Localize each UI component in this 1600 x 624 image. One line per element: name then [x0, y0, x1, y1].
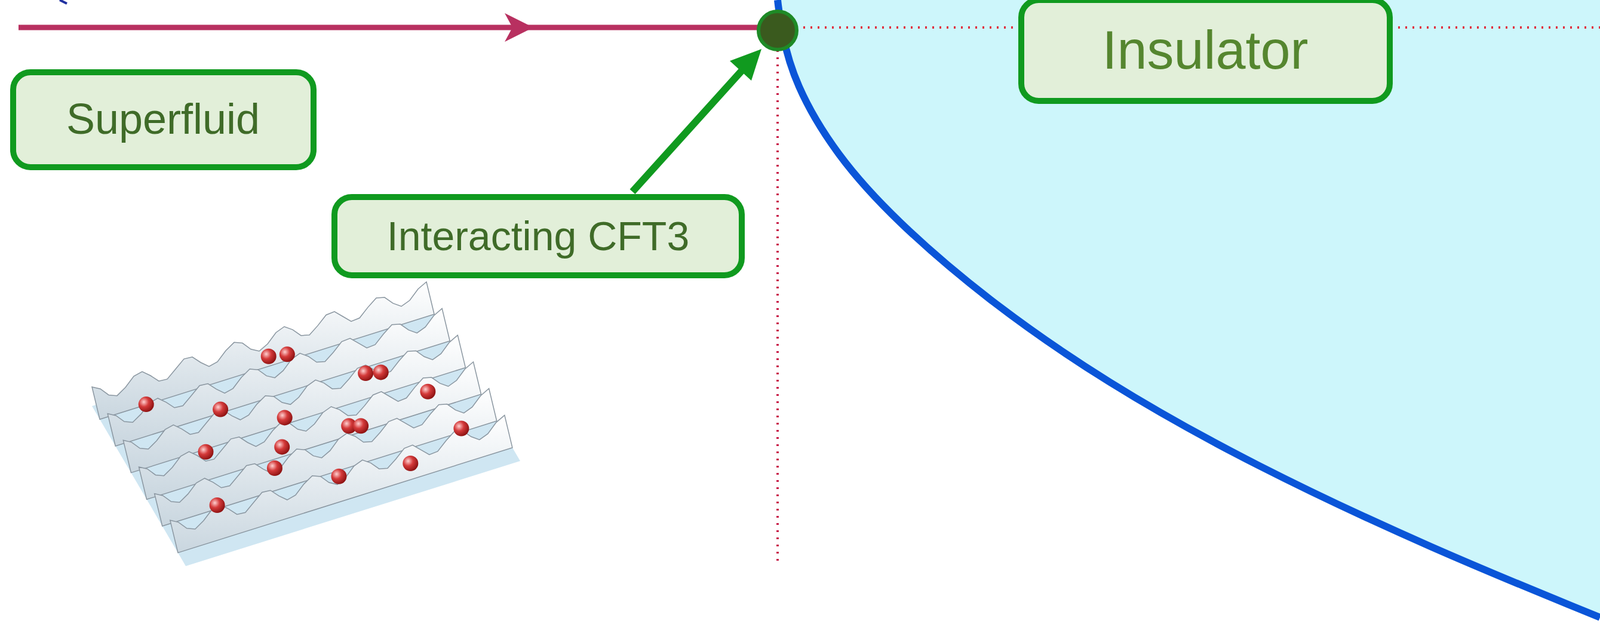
atom [419, 384, 436, 400]
phase-label-box: Insulator [1018, 0, 1393, 104]
dotted-guide [776, 35, 779, 567]
atom [212, 401, 229, 418]
leader-arrow [632, 68, 744, 192]
flow-line [18, 25, 765, 31]
atom [330, 468, 347, 485]
atom [453, 421, 469, 437]
atom [274, 438, 290, 455]
atom [402, 455, 419, 472]
flow-arrowhead [504, 13, 534, 42]
phase-label: Superfluid [66, 95, 260, 143]
atom [373, 364, 389, 380]
atom [198, 444, 214, 460]
optical-lattice-illustration [91, 281, 521, 567]
atom [138, 396, 155, 413]
axis-fragment [59, 0, 67, 4]
phase-label: Insulator [1101, 20, 1308, 81]
phase-label-box: Superfluid [10, 69, 317, 171]
critical-point [758, 11, 797, 50]
atom [260, 348, 277, 365]
atom [357, 365, 374, 382]
leader-arrowhead [729, 48, 762, 81]
phase-label-box: Interacting CFT3 [331, 194, 745, 279]
atom [352, 418, 369, 434]
atom [277, 409, 293, 426]
phase-label: Interacting CFT3 [387, 213, 690, 259]
atom [209, 497, 226, 514]
lattice-ridge [170, 415, 513, 553]
atom [266, 460, 283, 476]
atom [279, 346, 296, 362]
